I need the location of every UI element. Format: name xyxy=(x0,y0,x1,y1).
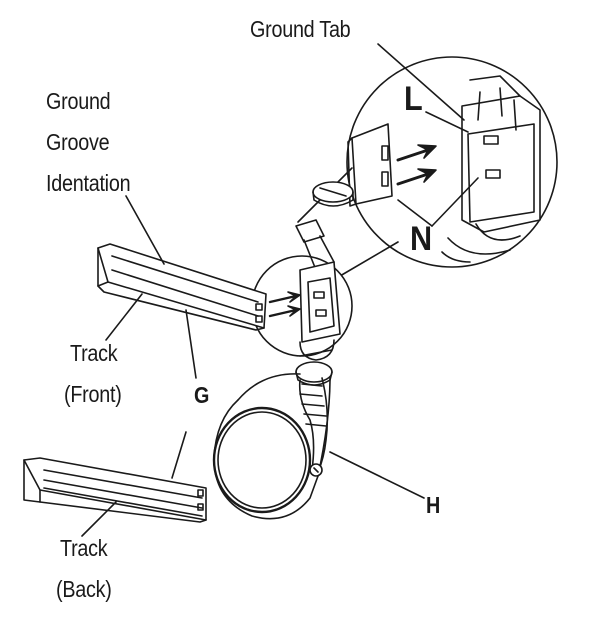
g-label: G xyxy=(194,382,210,408)
h-label: H xyxy=(426,492,441,518)
l-label: L xyxy=(404,80,423,118)
magnified-inset xyxy=(346,56,558,268)
adapter xyxy=(295,219,341,361)
track-front-label-line2: (Front) xyxy=(64,381,122,407)
ground-groove-label-line2: Groove xyxy=(46,129,110,155)
track-front-drawing xyxy=(97,243,267,331)
track-head-fixture xyxy=(212,361,333,520)
ground-groove-label-line3: Identation xyxy=(46,170,131,196)
track-front-label-line1: Track xyxy=(70,340,118,366)
track-back-drawing xyxy=(23,457,207,523)
ground-tab-label: Ground Tab xyxy=(250,16,351,42)
end-cap xyxy=(312,181,354,207)
track-back-label-line1: Track xyxy=(60,535,108,561)
track-back-label-line2: (Back) xyxy=(56,576,112,602)
n-label: N xyxy=(410,220,432,258)
ground-groove-label-line1: Ground xyxy=(46,88,111,114)
